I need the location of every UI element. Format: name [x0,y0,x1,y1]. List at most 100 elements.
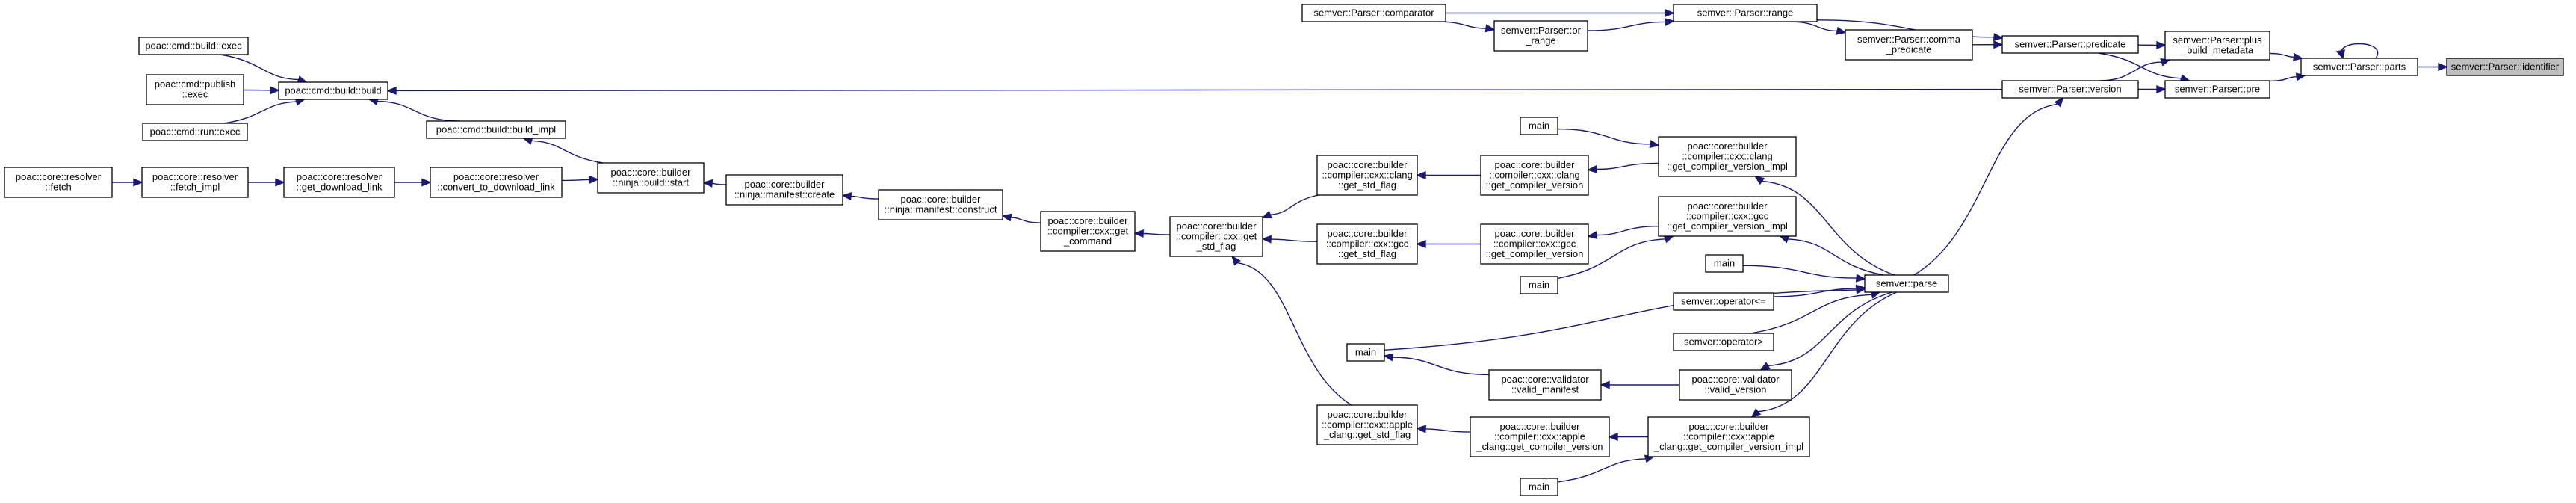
arrowhead [1261,235,1272,244]
node-label: ::valid_manifest [1511,384,1579,395]
node-label: poac::core::builder [611,167,692,178]
node-main3[interactable]: main [1520,276,1558,294]
edge-plus_build-to-parts [2269,52,2304,61]
node-pre[interactable]: semver::Parser::pre [2164,80,2270,99]
node-apple_ver[interactable]: poac::core::builder::compiler::cxx::appl… [1470,416,1610,457]
node-label: poac::core::resolver [453,171,539,182]
edge-version-to-plus_build [2099,58,2171,81]
node-get_command[interactable]: poac::core::builder::compiler::cxx::get_… [1040,211,1136,252]
node-ninja_start[interactable]: poac::core::builder::ninja::build::start [597,162,705,194]
node-main5[interactable]: main [1520,478,1558,496]
node-identifier[interactable]: semver::Parser::identifier [2446,58,2564,76]
node-comparator[interactable]: semver::Parser::comparator [1301,4,1446,22]
node-gcc_std[interactable]: poac::core::builder::compiler::cxx::gcc:… [1316,223,1418,265]
node-main2[interactable]: main [1705,254,1744,273]
arrowhead [1587,231,1598,240]
node-label: ::compiler::cxx::get [1047,225,1129,236]
edge-line [1270,194,1319,215]
node-parts[interactable]: semver::Parser::parts [2300,58,2418,76]
node-box [1480,155,1589,196]
node-label: ::ninja::manifest::construct [884,204,997,215]
node-build_impl[interactable]: poac::cmd::build::build_impl [426,120,566,139]
node-publish_exec[interactable]: poac::cmd::publish::exec [146,74,244,105]
node-clang_ver[interactable]: poac::core::builder::compiler::cxx::clan… [1480,155,1589,196]
node-apple_std[interactable]: poac::core::builder::compiler::cxx::appl… [1316,404,1418,445]
node-box [1520,117,1558,135]
edge-pre-to-parts [2269,72,2307,82]
edge-line [2269,52,2294,58]
node-label: ::get_compiler_version [1486,179,1584,191]
node-predicate[interactable]: semver::Parser::predicate [2001,35,2139,54]
node-gcc_ver_impl[interactable]: poac::core::builder::compiler::cxx::gcc:… [1658,196,1797,237]
node-convert_dl[interactable]: poac::core::resolver::convert_to_downloa… [430,167,563,198]
node-label: poac::core::resolver [16,171,102,182]
node-range[interactable]: semver::Parser::range [1673,4,1818,22]
arrowhead [1133,229,1144,238]
edge-line [220,54,299,81]
arrowhead [1993,33,2004,42]
node-main4[interactable]: main [1346,343,1385,362]
node-label: ::compiler::cxx::get [1176,230,1257,241]
edge-clang_std-to-get_std_flag [1261,194,1319,219]
node-box [1493,20,1588,52]
node-fetch[interactable]: poac::core::resolver::fetch [4,167,113,198]
node-clang_std[interactable]: poac::core::builder::compiler::cxx::clan… [1316,155,1418,196]
node-parse[interactable]: semver::parse [1864,274,1949,293]
node-box [1488,369,1602,401]
node-version[interactable]: semver::Parser::version [2001,80,2139,99]
node-valid_version[interactable]: poac::core::validator::valid_version [1679,369,1792,401]
edge-gcc_ver-to-gcc_std [1416,239,1481,249]
node-apple_ver_impl[interactable]: poac::core::builder::compiler::cxx::appl… [1647,416,1810,457]
node-label: _range [1525,35,1555,46]
arrowhead [1778,235,1790,244]
node-label: poac::core::builder [1688,200,1768,212]
node-comma_pred[interactable]: semver::Parser::comma_predicate [1845,29,1973,61]
edge-get_std_flag-to-get_command [1133,229,1171,238]
node-main1[interactable]: main [1520,117,1558,135]
node-build[interactable]: poac::cmd::build::build [278,81,388,100]
arrowhead [1600,380,1610,389]
node-manifest_create[interactable]: poac::core::builder::ninja::manifest::cr… [725,174,843,206]
node-box [1480,223,1589,265]
node-label: poac::core::builder [745,179,826,190]
node-op_gt[interactable]: semver::operator> [1673,333,1774,351]
node-label: main [1529,481,1549,492]
edge-comma_pred-to-predicate [1972,40,2004,49]
arrowhead [1664,18,1675,27]
node-manifest_construct[interactable]: poac::core::builder::ninja::manifest::co… [878,189,1003,220]
node-plus_build[interactable]: semver::Parser::plus_build_metadata [2164,31,2270,61]
node-valid_manifest[interactable]: poac::core::validator::valid_manifest [1488,369,1602,401]
node-box [1316,155,1418,196]
edge-line [377,100,460,122]
edge-build_impl-to-build [368,97,460,122]
node-label: poac::core::builder [1328,228,1408,239]
arrowhead [1663,235,1675,244]
node-or_range[interactable]: semver::Parser::or_range [1493,20,1588,52]
node-get_std_flag[interactable]: poac::core::builder::compiler::cxx::get_… [1169,216,1263,257]
node-label: poac::cmd::build::build_impl [436,123,557,135]
node-label: ::compiler::cxx::gcc [1493,238,1576,249]
node-gcc_ver[interactable]: poac::core::builder::compiler::cxx::gcc:… [1480,223,1589,265]
node-get_dl[interactable]: poac::core::resolver::get_download_link [283,167,395,198]
node-fetch_impl[interactable]: poac::core::resolver::fetch_impl [141,167,249,198]
edges-layer [112,8,2448,483]
node-label: _std_flag [1196,241,1236,252]
arrowhead [589,175,599,184]
edge-fetch_impl-to-get_dl [248,178,285,187]
node-label: poac::core::builder [1048,215,1129,226]
node-label: main [1529,120,1549,131]
node-op_le[interactable]: semver::operator<= [1673,292,1774,311]
arrowhead [1261,210,1272,219]
node-label: ::ninja::build::start [613,177,689,188]
arrowhead [2335,49,2345,60]
node-build_exec[interactable]: poac::cmd::build::exec [138,37,249,55]
node-label: ::compiler::cxx::gcc [1326,238,1409,249]
node-clang_ver_impl[interactable]: poac::core::builder::compiler::cxx::clan… [1658,136,1797,177]
node-box [426,120,566,139]
edge-clang_ver-to-clang_std [1416,170,1481,180]
node-run_exec[interactable]: poac::cmd::run::exec [142,123,248,141]
node-box [1040,211,1136,252]
edge-manifest_construct-to-manifest_create [841,192,879,201]
edge-clang_ver_impl-to-clang_ver [1587,162,1659,173]
